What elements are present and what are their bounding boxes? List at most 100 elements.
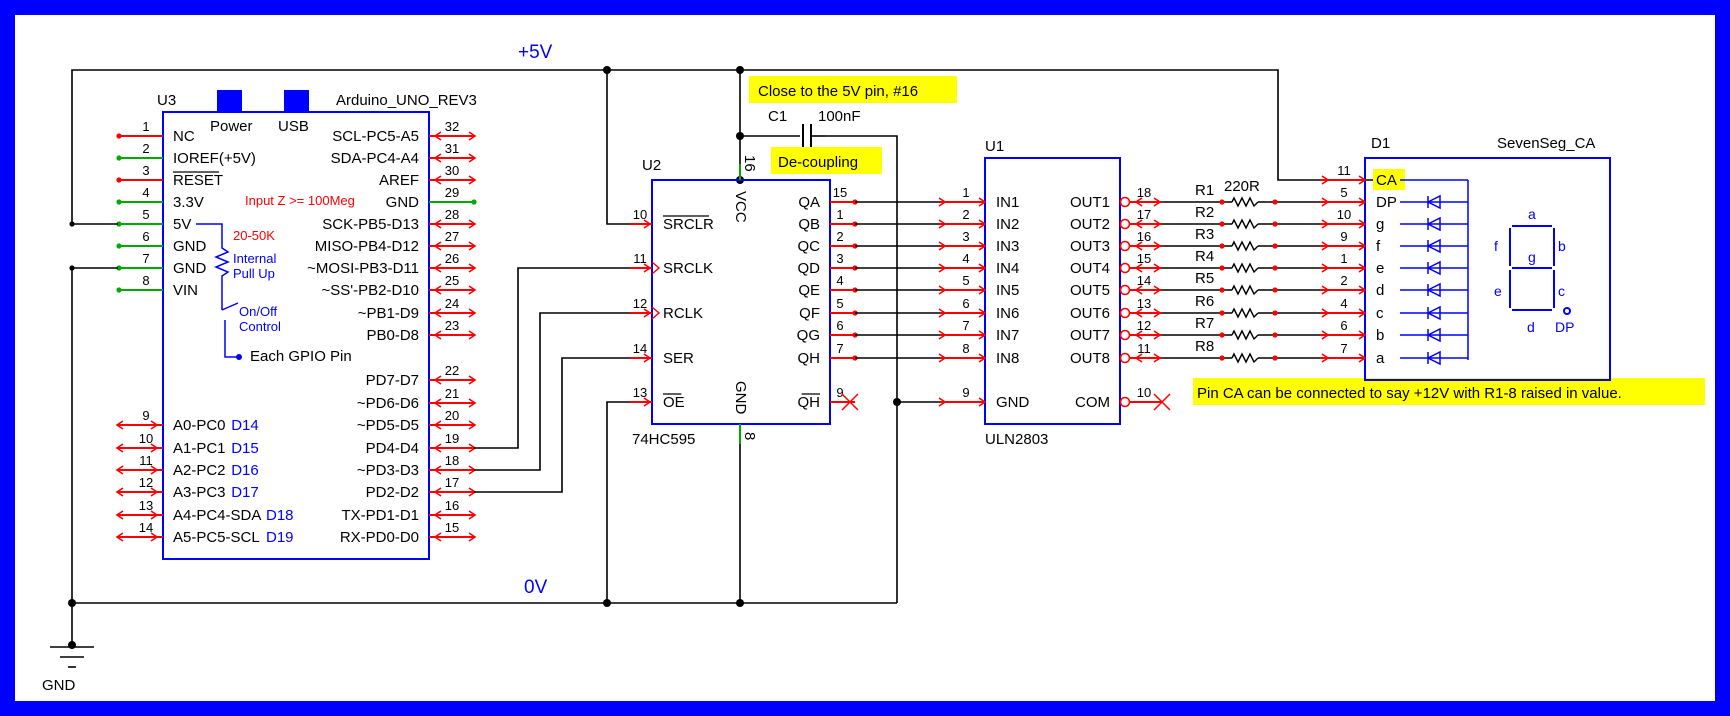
driver-output-pin-number: 12 [1137,318,1151,333]
arduino-left-pin-label: 3.3V [173,194,204,211]
arduino-left-pin-label: 5V [173,216,191,233]
note-ca-bg [1193,378,1705,405]
display-pin-number: 2 [1340,273,1347,288]
arduino-right-pin-number: 15 [445,520,459,535]
seg-a-label: a [1528,206,1536,222]
arduino-left-pin-label: NC [173,128,195,145]
shift-left-pin-number: 12 [633,296,647,311]
arduino-analog-pin-number: 14 [139,520,153,535]
driver-input-label: GND [996,394,1030,411]
arduino-right-pin-label: AREF [379,172,419,189]
arduino-analog-pin-number: 10 [139,431,153,446]
onoff-label-2: Control [239,319,281,334]
shift-right-pin-label: QH [798,394,821,411]
shift-right-pin-label: QC [798,238,821,255]
note-close: Close to the 5V pin, #16 [758,83,918,100]
arduino-left-pin-label: VIN [173,282,198,299]
driver-input-pin-number: 5 [962,273,969,288]
display-pin-label: d [1376,282,1384,299]
arduino-right-pin-label: PB0-D8 [366,327,419,344]
driver-input-pin-number: 6 [962,296,969,311]
shift-gnd-pin: 8 [741,432,758,440]
shift-right-pin-number: 3 [836,251,843,266]
shift-right-pin-label: QH [798,350,821,367]
driver-input-pin-number: 8 [962,341,969,356]
display-pin-label: g [1376,216,1384,233]
shift-right-pin-number: 9 [836,385,843,400]
arduino-left-pin-number: 3 [142,163,149,178]
driver-output-label: OUT5 [1070,282,1110,299]
arduino-analog-pin-number: 11 [139,453,153,468]
arduino-right-pin-label: ~PD6-D6 [357,395,419,412]
shift-left-pin-label: SER [663,350,694,367]
arduino-analog-pin-number: 13 [139,498,153,513]
shift-right-pin-number: 1 [836,207,843,222]
pullup-range: 20-50K [233,228,275,243]
arduino-right-pin-number: 28 [445,207,459,222]
arduino-right-pin-number: 21 [445,386,459,401]
arduino-left-pin-number: 1 [142,119,149,134]
display-pin-label: b [1376,327,1384,344]
pullup-label-2: Pull Up [233,266,275,281]
arduino-left-pin-label: GND [173,260,207,277]
pullup-network [196,223,242,360]
resistor-ref: R3 [1195,226,1214,243]
arduino-ref: U3 [157,92,176,109]
display-ref: D1 [1371,135,1390,152]
display-pin-label: f [1376,238,1381,255]
arduino-left-pin-number: 4 [142,185,149,200]
capacitor-c1 [802,124,825,148]
ca-highlight [1373,169,1405,190]
display-pin-number: 11 [1337,163,1351,178]
arduino-analog-pin-label: A1-PC1 [173,440,226,457]
arduino-right-pin-number: 20 [445,408,459,423]
arduino-right-pin-number: 22 [445,363,459,378]
resistor-ref: R2 [1195,204,1214,221]
arduino-right-pin-number: 32 [445,119,459,134]
arduino-right-pin-label: RX-PD0-D0 [340,529,419,546]
display-pin-number: 7 [1340,341,1347,356]
driver-output-pin-number: 15 [1137,251,1151,266]
arduino-left-pin-label: GND [173,238,207,255]
arduino-right-pin-label: PD2-D2 [366,484,419,501]
shift-right-pin-label: QA [798,194,820,211]
arduino-right-pin-label: PD7-D7 [366,372,419,389]
resistor-ref: R1 [1195,182,1214,199]
arduino-right-pin-number: 29 [445,185,459,200]
arduino-right-pin-label: ~SS'-PB2-D10 [322,282,420,299]
driver-input-label: IN7 [996,327,1019,344]
resistor-ref: R5 [1195,270,1214,287]
display-pin-label: e [1376,260,1384,277]
seg-b-label: b [1558,238,1566,254]
rail-vplus-label: +5V [518,42,553,63]
driver-input-pin-number: 3 [962,229,969,244]
arduino-right-pin-label: SCK-PB5-D13 [322,216,419,233]
gpio-label: Each GPIO Pin [250,348,352,365]
arduino-right-pin-label: GND [386,194,420,211]
power-connector-icon [217,90,242,112]
arduino-analog-pin-label: A3-PC3 [173,484,226,501]
arduino-analog-pin-number: 9 [142,408,149,423]
arduino-left-pin-number: 5 [142,207,149,222]
driver-input-pin-number: 9 [962,385,969,400]
display-pin-label: DP [1376,194,1397,211]
driver-input-label: IN8 [996,350,1019,367]
usb-connector-icon [284,90,309,112]
driver-input-pin-number: 1 [962,185,969,200]
arduino-right-pin-label: PD4-D4 [366,440,419,457]
arduino-analog-pin-label: A5-PC5-SCL [173,529,260,546]
arduino-right-pin-number: 18 [445,453,459,468]
shift-name: 74HC595 [632,431,695,448]
driver-input-pin-number: 4 [962,251,969,266]
driver-input-pin-number: 7 [962,318,969,333]
c1-value: 100nF [818,108,861,125]
resistor-value: 220R [1224,178,1260,195]
arduino-name: Arduino_UNO_REV3 [336,92,477,109]
driver-output-label: OUT1 [1070,194,1110,211]
arduino-analog-pin-label: A2-PC2 [173,462,226,479]
shift-right-pin-label: QE [798,282,820,299]
resistor-ref: R8 [1195,338,1214,355]
driver-ref: U1 [985,138,1004,155]
shift-right-pin-label: QG [797,327,820,344]
shift-right-pin-label: QB [798,216,820,233]
